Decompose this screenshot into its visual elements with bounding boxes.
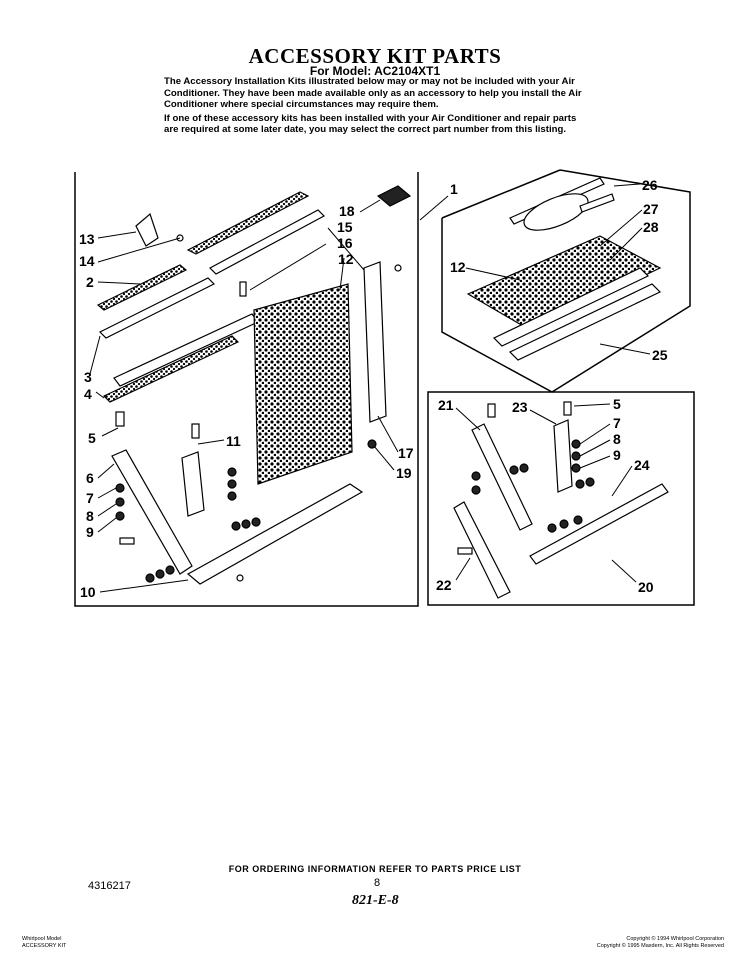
block-18 <box>376 185 412 207</box>
intro-paragraph-2: If one of these accessory kits has been … <box>164 112 577 136</box>
arm-22 <box>453 501 511 599</box>
main-panel <box>74 172 419 607</box>
channel-24 <box>529 483 669 565</box>
handwritten-note: 821-E-8 <box>352 893 399 908</box>
strip-4 <box>102 335 240 403</box>
callout-10: 10 <box>80 584 96 600</box>
callouts-bottom-right: 21 23 5 7 8 9 24 22 20 <box>436 396 654 595</box>
callout-3: 3 <box>84 369 92 385</box>
strip-2 <box>96 264 188 311</box>
footer-right-line-2: Copyright © 1995 Maxdern, Inc. All Right… <box>596 943 724 949</box>
callouts-top-right: 26 27 28 12 25 <box>450 177 668 363</box>
callout-28: 28 <box>643 219 659 235</box>
callout-27: 27 <box>643 201 659 217</box>
callout-13: 13 <box>79 231 95 247</box>
footer-right: Copyright © 1994 Whirlpool Corporation C… <box>597 936 724 950</box>
channel-10 <box>186 483 364 585</box>
intro-paragraph-1: The Accessory Installation Kits illustra… <box>164 76 582 111</box>
top-strip <box>186 191 310 255</box>
callout-25: 25 <box>652 347 668 363</box>
callout-7-kit: 7 <box>613 415 621 431</box>
callout-23: 23 <box>512 399 528 415</box>
washer-8 <box>115 497 125 507</box>
callout-20: 20 <box>638 579 654 595</box>
callout-6: 6 <box>86 470 94 486</box>
page-title: ACCESSORY KIT PARTS <box>248 44 502 68</box>
callout-4: 4 <box>84 386 92 402</box>
footer-left-line-2: ACCESSORY KIT <box>22 943 67 949</box>
filter-12-kit <box>466 235 662 331</box>
channel-25b <box>508 283 662 361</box>
callout-12-kit: 12 <box>450 259 466 275</box>
bolt-left <box>119 537 135 545</box>
top-right-panel <box>441 169 691 393</box>
callout-9-main: 9 <box>86 524 94 540</box>
screw-5 <box>115 411 125 427</box>
callout-12-main: 12 <box>338 251 354 267</box>
arm-21 <box>471 423 533 531</box>
callout-17: 17 <box>398 445 414 461</box>
callout-11: 11 <box>226 433 241 449</box>
gasket-26 <box>523 193 589 231</box>
filter-panel-12 <box>253 283 353 485</box>
channel-25 <box>492 267 650 347</box>
callout-5-main: 5 <box>88 430 96 446</box>
callout-21: 21 <box>438 397 454 413</box>
rail-3 <box>98 277 216 339</box>
post-17 <box>363 261 387 423</box>
callout-22: 22 <box>436 577 452 593</box>
callout-15: 15 <box>337 219 353 235</box>
channel-long <box>113 313 259 387</box>
top-rail <box>209 209 325 275</box>
screw-18-post <box>394 264 402 272</box>
callout-5-kit: 5 <box>613 396 621 412</box>
bracket-23 <box>553 419 573 493</box>
callout-19: 19 <box>396 465 412 481</box>
screw-16 <box>239 281 247 297</box>
bottom-right-panel <box>427 391 695 606</box>
callout-24: 24 <box>634 457 650 473</box>
bracket-11 <box>181 451 205 517</box>
page-number: 8 <box>374 877 381 889</box>
callout-8-kit: 8 <box>613 431 621 447</box>
callout-16: 16 <box>337 235 353 251</box>
callout-7-main: 7 <box>86 490 94 506</box>
callout-18: 18 <box>339 203 355 219</box>
strip-26b <box>579 193 615 213</box>
footer-left-line-1: Whirlpool Model <box>22 936 62 942</box>
callouts-main: 13 14 2 3 4 18 15 16 12 1 5 11 6 7 8 9 1… <box>79 181 458 600</box>
model-subtitle: For Model: AC2104XT1 <box>309 64 441 78</box>
callout-2: 2 <box>86 274 94 290</box>
callout-1: 1 <box>450 181 458 197</box>
bracket-13 <box>135 212 159 247</box>
washer-7 <box>115 483 125 493</box>
intro-text: The Accessory Installation Kits illustra… <box>164 76 584 138</box>
ordering-note: FOR ORDERING INFORMATION REFER TO PARTS … <box>228 864 522 874</box>
washer-9 <box>115 511 125 521</box>
screw-11 <box>191 423 200 439</box>
footer-right-line-1: Copyright © 1994 Whirlpool Corporation <box>626 936 724 942</box>
callout-14: 14 <box>79 253 95 269</box>
footer-left: Whirlpool Model ACCESSORY KIT <box>22 936 66 950</box>
document-number: 4316217 <box>88 880 131 892</box>
callout-26: 26 <box>642 177 658 193</box>
arm-6 <box>111 449 193 575</box>
callout-8-main: 8 <box>86 508 94 524</box>
callout-9-kit: 9 <box>613 447 621 463</box>
